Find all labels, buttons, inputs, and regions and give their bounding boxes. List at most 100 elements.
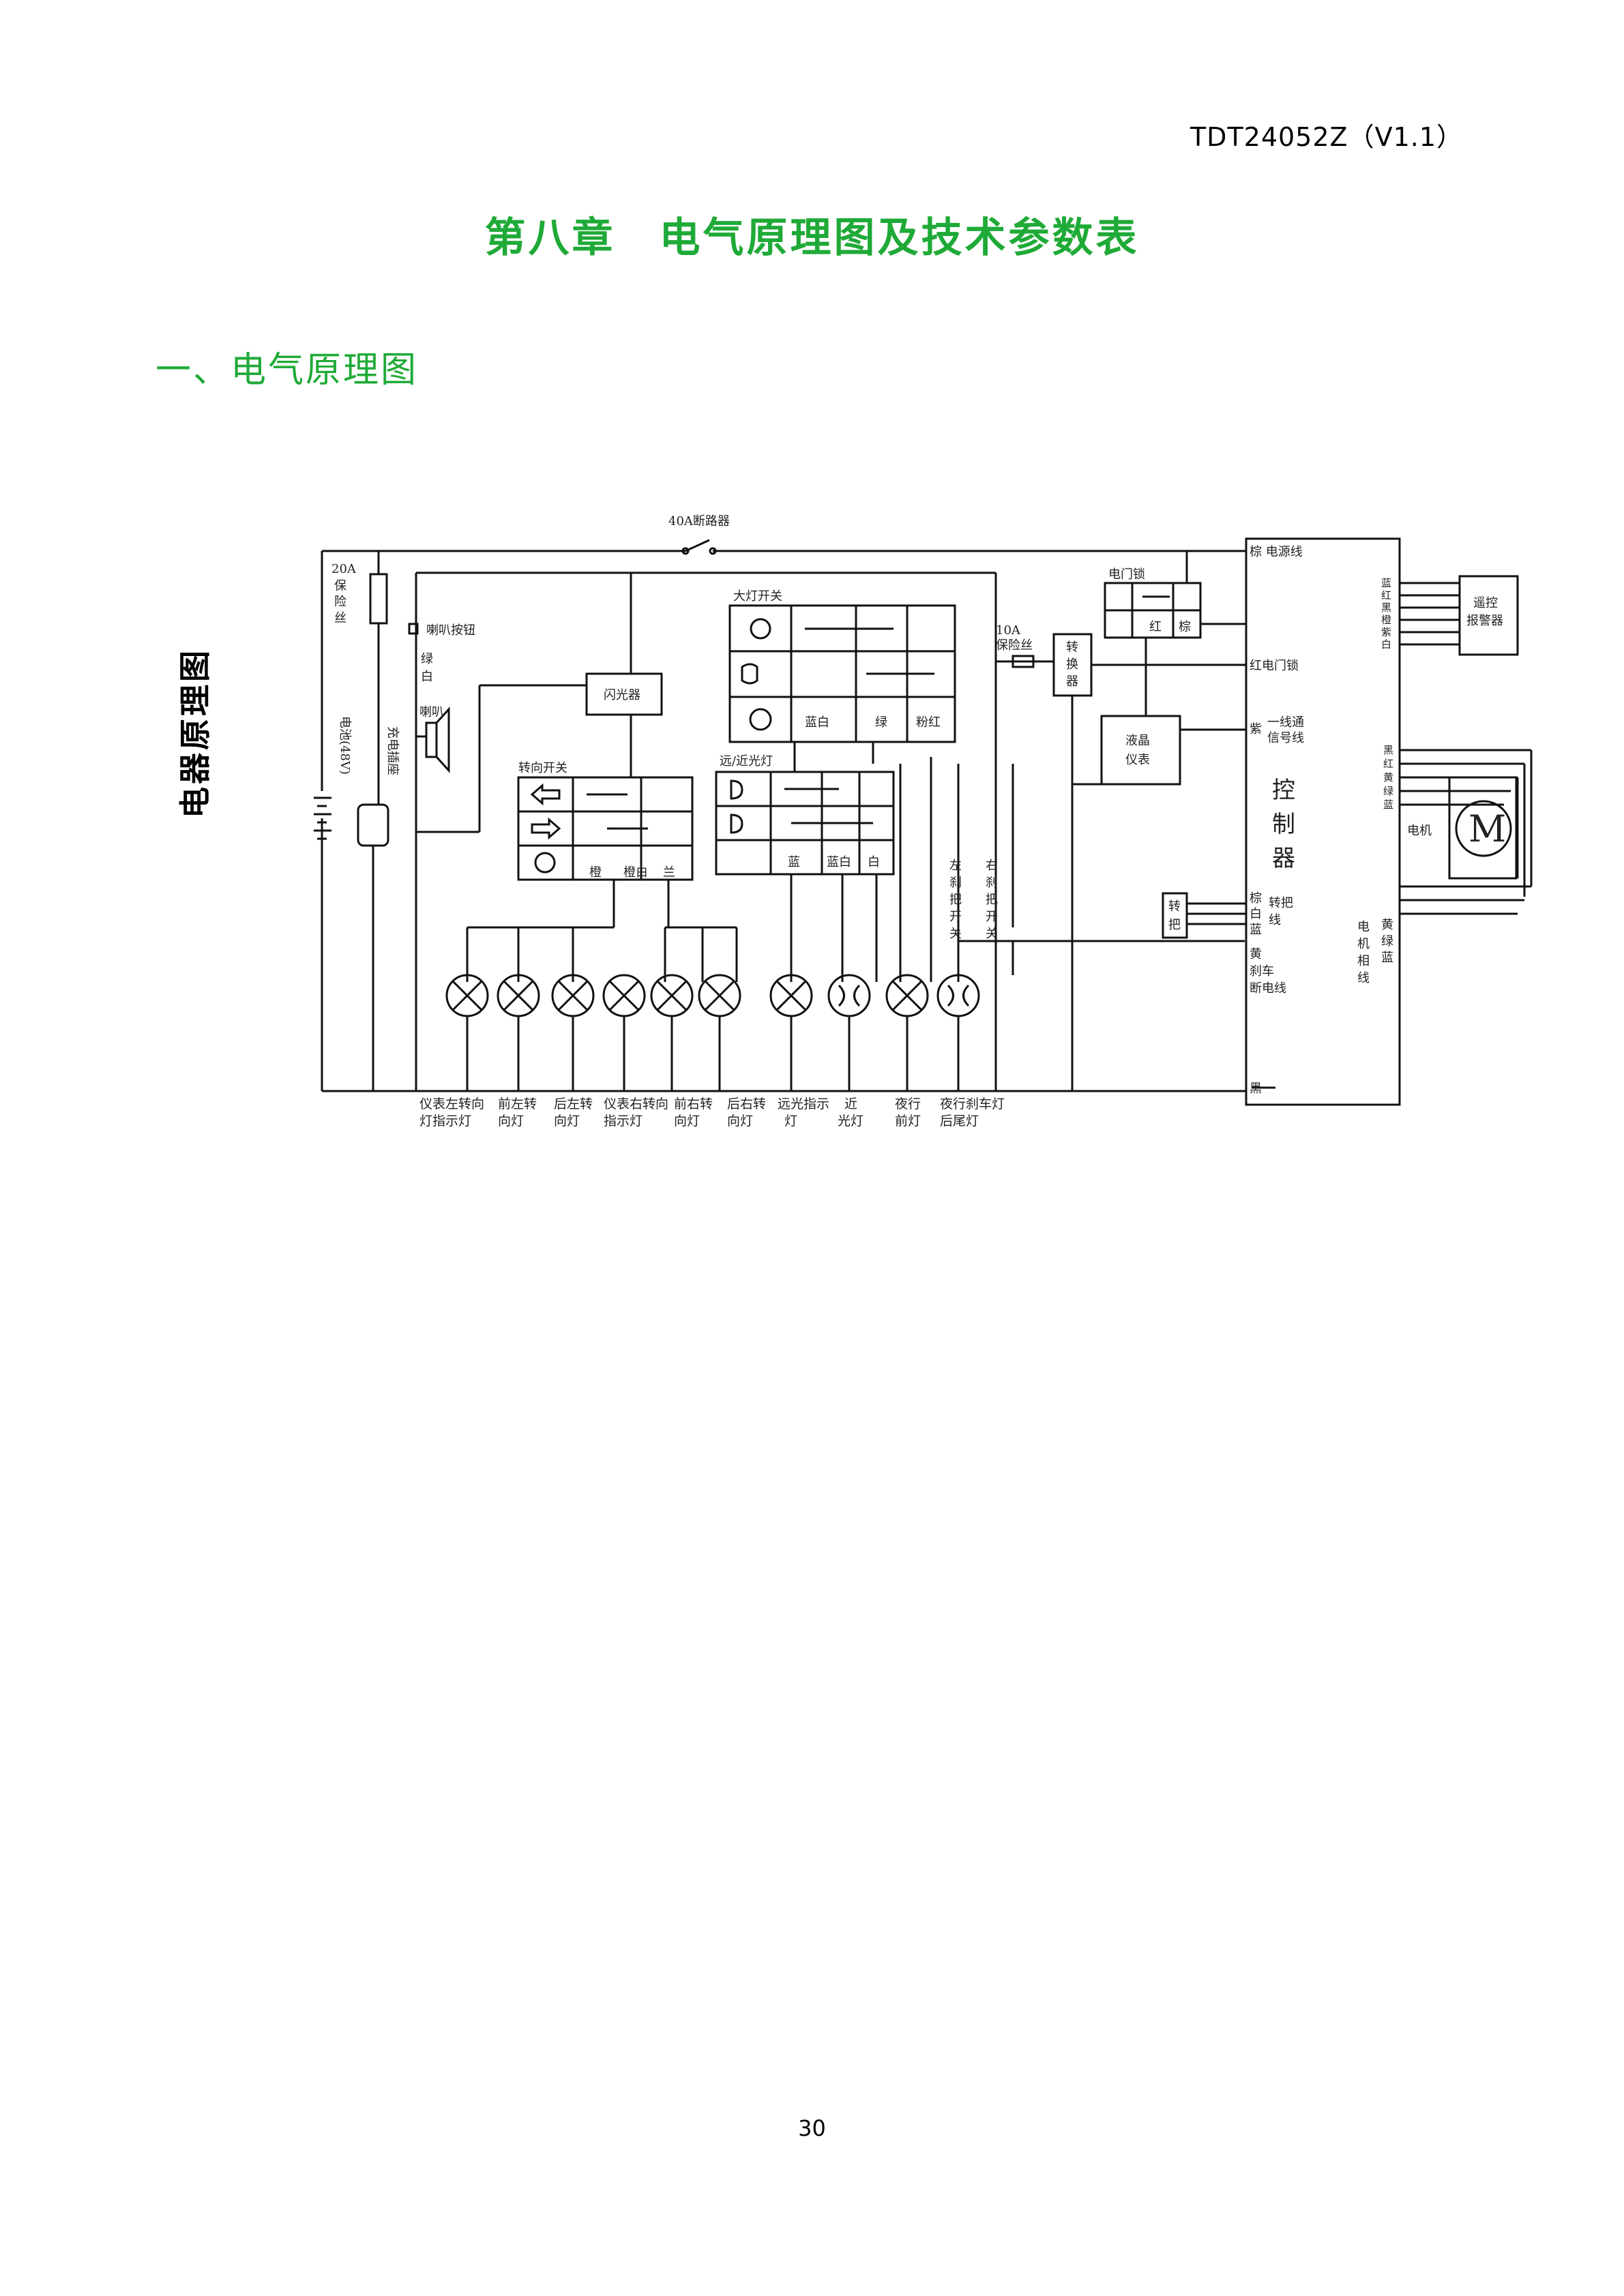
lcd-line2: 仪表	[1125, 753, 1150, 767]
ctrl-signal-line2: 信号线	[1267, 731, 1304, 745]
motor-label: 电机	[1407, 824, 1432, 838]
converter-line1: 转	[1066, 640, 1078, 655]
lamp-label-9a: 夜行	[895, 1097, 921, 1112]
fuse20-line3: 险	[334, 595, 346, 609]
document-code: TDT24052Z（V1.1）	[1190, 122, 1463, 152]
fuse20-line4: 丝	[334, 611, 346, 625]
ctrl-signal-line1: 一线通	[1267, 715, 1304, 730]
fuse10-line2: 保险丝	[996, 638, 1033, 653]
hall-color-2: 红	[1383, 758, 1393, 770]
hall-color-5: 蓝	[1383, 799, 1393, 811]
phase-color-3: 蓝	[1381, 951, 1393, 965]
lock-label: 电门锁	[1108, 567, 1145, 582]
phase-label-4: 线	[1357, 971, 1370, 985]
charge-port-label: 充电插座	[385, 726, 400, 775]
horn-label: 喇叭	[419, 705, 444, 719]
right-brake-2: 刹	[986, 876, 998, 890]
lcd-line1: 液晶	[1125, 734, 1150, 748]
turn-color-1: 橙	[589, 865, 602, 880]
electrical-schematic: 40A断路器 20A 保 险 丝 喇叭按钮 绿 白 喇叭 电池(48V) 充电插…	[314, 514, 1533, 1129]
controller-line1: 控	[1272, 777, 1295, 804]
lamp-label-7a: 远光指示	[778, 1097, 829, 1112]
beam-color-2: 蓝白	[827, 855, 851, 869]
right-brake-3: 把	[986, 893, 998, 907]
phase-label-3: 相	[1357, 954, 1370, 968]
lamp-label-5a: 前右转	[674, 1097, 713, 1112]
turn-color-3: 兰	[663, 865, 675, 880]
converter-line2: 换	[1066, 657, 1078, 672]
flasher-label: 闪光器	[604, 688, 640, 702]
lamp-label-1a: 仪表左转向	[419, 1097, 484, 1112]
ctrl-handle-color-2: 白	[1250, 907, 1262, 921]
lamp-label-3b: 向灯	[554, 1114, 580, 1129]
remote-color-5: 紫	[1381, 626, 1391, 638]
lamp-label-3a: 后左转	[554, 1097, 593, 1112]
remote-color-3: 黑	[1381, 601, 1391, 614]
converter-line3: 器	[1066, 674, 1078, 689]
lock-color-brown: 棕	[1179, 620, 1191, 634]
lamp-label-10a: 夜行刹车灯	[940, 1097, 1005, 1112]
horn-wire-white: 白	[421, 670, 433, 684]
ground-label: 黑	[1250, 1082, 1262, 1096]
left-brake-4: 开	[949, 910, 962, 924]
right-brake-4: 开	[986, 910, 998, 924]
remote-color-1: 蓝	[1381, 577, 1391, 589]
lamp-label-10b: 后尾灯	[940, 1114, 979, 1129]
controller-line2: 制	[1272, 811, 1295, 838]
lamp-label-2a: 前左转	[498, 1097, 537, 1112]
hall-color-4: 绿	[1383, 785, 1393, 797]
lamp-label-6b: 向灯	[727, 1114, 753, 1129]
handle-box-1: 转	[1168, 899, 1181, 914]
fuse20-line2: 保	[334, 579, 346, 593]
diagram-side-title: 电器原理图	[177, 648, 213, 818]
ctrl-handle-color-1: 棕	[1250, 891, 1262, 906]
turn-color-2: 橙白	[623, 865, 648, 880]
ctrl-handle-color-3: 蓝	[1250, 923, 1262, 937]
left-brake-5: 关	[949, 927, 962, 941]
hall-color-3: 黄	[1383, 771, 1393, 784]
beam-switch-label: 远/近光灯	[720, 754, 773, 769]
headlight-color-3: 粉红	[916, 715, 941, 730]
headlight-color-1: 蓝白	[805, 715, 829, 730]
ctrl-handle-line1: 转把	[1269, 896, 1293, 910]
remote-color-6: 白	[1381, 638, 1391, 651]
lamp-label-2b: 向灯	[498, 1114, 524, 1129]
fuse10-line1: 10A	[996, 623, 1021, 638]
lamp-label-8b: 光灯	[838, 1114, 863, 1129]
left-brake-2: 刹	[949, 876, 962, 890]
turn-switch-label: 转向开关	[518, 761, 567, 775]
phase-label-2: 机	[1357, 937, 1370, 951]
lock-color-red: 红	[1149, 620, 1162, 634]
ctrl-brake-line3: 断电线	[1250, 981, 1286, 996]
remote-color-4: 橙	[1381, 614, 1391, 626]
left-brake-1: 左	[949, 859, 962, 873]
horn-wire-green: 绿	[421, 652, 433, 666]
beam-color-3: 白	[868, 855, 880, 869]
phase-label-1: 电	[1357, 920, 1370, 934]
motor-icon: M	[1468, 807, 1506, 850]
fuse20-line1: 20A	[331, 562, 357, 576]
lamp-label-5b: 向灯	[674, 1114, 700, 1129]
lamp-label-8a: 近	[844, 1097, 857, 1112]
beam-color-1: 蓝	[788, 855, 800, 869]
lamp-label-1b: 灯指示灯	[419, 1114, 471, 1129]
ctrl-signal-color: 紫	[1250, 722, 1262, 736]
controller-line3: 器	[1272, 845, 1295, 872]
ctrl-power-label: 棕 电源线	[1250, 545, 1303, 559]
horn-button-label: 喇叭按钮	[426, 623, 475, 638]
lamp-label-9b: 前灯	[895, 1114, 921, 1129]
ctrl-brake-line1: 黄	[1250, 947, 1262, 961]
phase-color-2: 绿	[1381, 934, 1393, 949]
ctrl-lock-label: 红电门锁	[1250, 659, 1299, 673]
lamp-label-6a: 后右转	[727, 1097, 766, 1112]
right-brake-5: 关	[986, 927, 998, 941]
phase-color-1: 黄	[1381, 918, 1393, 932]
remote-color-2: 红	[1381, 589, 1391, 601]
remote-line1: 遥控	[1473, 596, 1498, 610]
left-brake-3: 把	[949, 893, 962, 907]
remote-line2: 报警器	[1466, 614, 1503, 628]
chapter-title: 第八章 电气原理图及技术参数表	[484, 214, 1140, 262]
ctrl-handle-line2: 线	[1269, 913, 1281, 927]
lamp-label-4a: 仪表右转向	[604, 1097, 668, 1112]
battery-label: 电池(48V)	[338, 716, 352, 775]
